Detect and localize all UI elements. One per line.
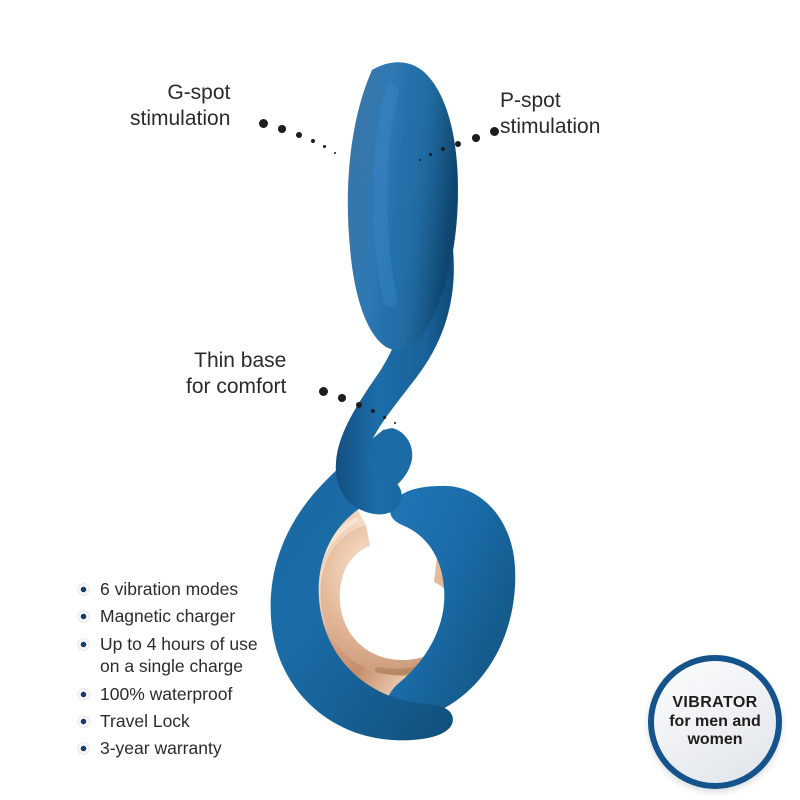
vibrator-badge: VIBRATOR for men and women <box>648 655 782 789</box>
trail-dot <box>338 394 346 402</box>
product-head-sheen <box>347 62 458 351</box>
trail-dot <box>311 139 315 143</box>
bullet-icon <box>78 611 89 623</box>
trail-dot <box>455 141 461 147</box>
list-item: Magnetic charger <box>78 605 308 627</box>
feature-text-line-2: on a single charge <box>100 656 244 677</box>
trail-dot <box>259 119 268 128</box>
trail-dot <box>334 152 337 155</box>
product-curl-left <box>270 428 453 741</box>
callout-thinbase-line-2: for comfort <box>186 374 287 398</box>
trail-dot <box>356 402 362 408</box>
feature-list: 6 vibration modes Magnetic charger Up to… <box>78 578 308 765</box>
bullet-icon <box>78 715 89 727</box>
trail-dot <box>472 134 480 142</box>
bullet-icon <box>78 584 89 595</box>
feature-text: 3-year warranty <box>100 738 222 759</box>
trail-dot <box>419 159 422 162</box>
feature-text: Magnetic charger <box>100 606 236 627</box>
callout-gspot-line-2: stimulation <box>130 106 231 130</box>
trail-dot <box>319 387 328 396</box>
trail-dot <box>383 416 386 419</box>
list-item: Travel Lock <box>78 710 308 732</box>
product-curl-right <box>386 485 516 719</box>
trail-dot <box>490 127 499 136</box>
callout-gspot-stimulation: G-spot stimulation <box>130 80 230 131</box>
badge-line-2: for men and <box>669 712 761 730</box>
list-item: Up to 4 hours of use on a single charge <box>78 633 308 678</box>
bullet-icon <box>78 638 89 650</box>
bullet-icon <box>78 688 89 700</box>
callout-gspot-line-1: G-spot <box>167 81 231 104</box>
feature-text: 6 vibration modes <box>100 579 239 599</box>
feature-text: 100% waterproof <box>100 683 233 704</box>
list-item: 3-year warranty <box>78 737 308 759</box>
trail-dot <box>429 153 432 156</box>
callout-pspot-line-1: P-spot <box>500 89 561 112</box>
feature-text: Up to 4 hours of use <box>100 633 258 654</box>
trail-dot <box>441 147 445 151</box>
list-item: 6 vibration modes <box>78 578 308 600</box>
product-head-highlight <box>373 85 399 307</box>
trail-dot <box>371 409 375 413</box>
trail-dot <box>394 422 397 425</box>
feature-text: Travel Lock <box>100 710 190 731</box>
list-item: 100% waterproof <box>78 683 308 705</box>
trail-dot <box>296 132 302 138</box>
callout-thinbase-line-1: Thin base <box>194 349 287 372</box>
badge-line-1: VIBRATOR <box>672 693 758 711</box>
badge-line-3: women <box>687 731 743 749</box>
trail-dot <box>278 125 286 133</box>
callout-pspot-line-2: stimulation <box>500 114 601 138</box>
callout-thin-base-for-comfort: Thin base for comfort <box>186 348 286 399</box>
trail-dot <box>323 145 326 148</box>
callout-pspot-stimulation: P-spot stimulation <box>500 88 600 139</box>
bullet-icon <box>78 743 89 755</box>
